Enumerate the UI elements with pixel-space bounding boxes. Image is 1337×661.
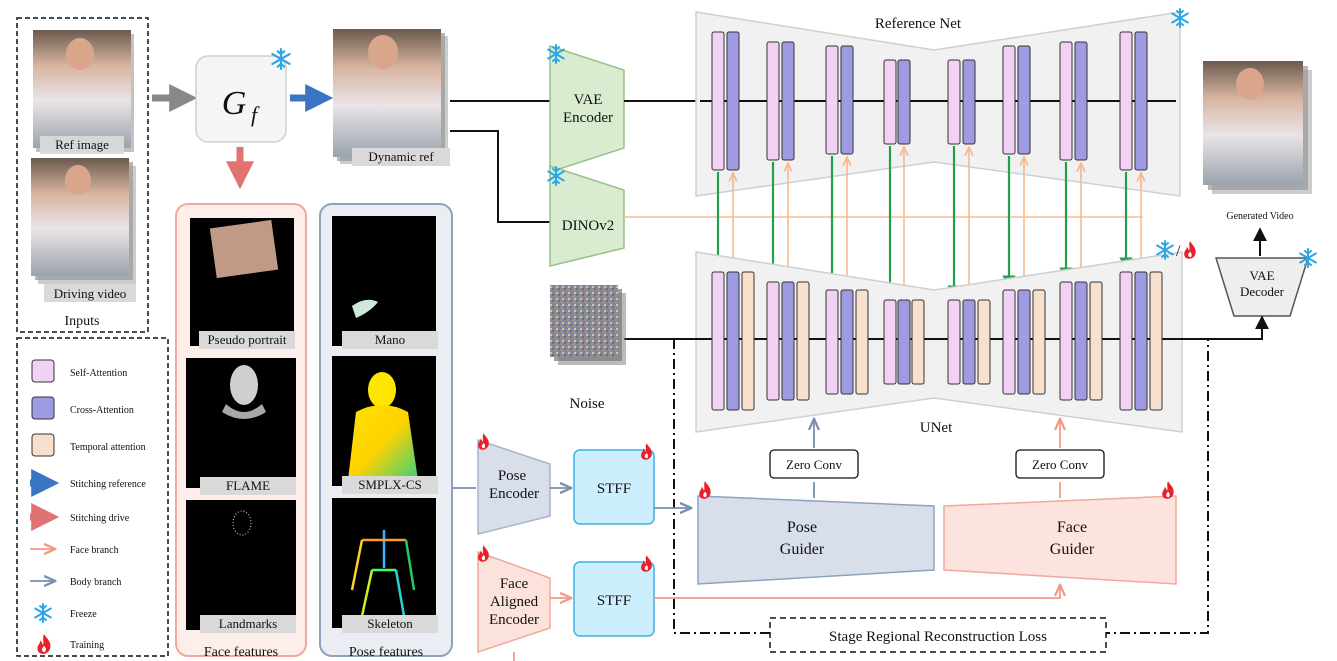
legend-swatch-temporal-attention [31,433,55,457]
stff-label: STFF [597,593,631,609]
orange-conditioning-arrows [733,148,1141,294]
dynamic-ref-label: Dynamic ref [368,149,434,164]
flame-icon [1184,241,1196,259]
legend-swatch-cross-attention [31,396,55,420]
loss-label: Stage Regional Reconstruction Loss [829,629,1047,645]
landmarks-render: Landmarks [186,500,296,633]
reference-net-label: Reference Net [875,16,962,32]
line-dynref-to-dinov2 [450,130,552,223]
legend-label: Self-Attention [70,368,127,379]
ref-image-label: Ref image [55,137,109,152]
vae-encoder-label: Encoder [563,110,613,126]
slash-separator: / [1176,243,1181,260]
generated-video [1203,61,1312,194]
flame-icon [641,443,652,460]
dynamic-ref-image: Dynamic ref [333,29,450,166]
flame-render: FLAME [186,358,296,495]
zero-conv-label: Zero Conv [1032,457,1088,472]
vae-decoder-label: Decoder [1240,284,1285,299]
legend-label: Training [70,640,104,651]
flame-icon [478,545,489,562]
legend-label: Stitching drive [70,513,130,524]
arrow-stff-to-face-guider [654,586,1060,599]
vae-decoder-label: VAE [1249,268,1274,283]
generator-subscript: f [251,102,260,127]
inputs-group-border [16,17,149,333]
pose-guider-label: Pose [787,519,817,536]
stff-pose [573,449,655,525]
stff-label: STFF [597,481,631,497]
pose-feature-label: Mano [375,332,405,347]
face-encoder-label: Face [500,576,529,592]
flame-icon [699,481,711,499]
face-encoder-label: Aligned [490,594,539,610]
face-guider-label: Guider [1050,541,1095,558]
legend: Self-Attention Cross-Attention Temporal … [30,359,146,654]
vae-encoder-label: VAE [574,92,603,108]
ref-image: Ref image [33,30,134,154]
vae-decoder [1214,257,1310,317]
flame-icon [641,555,652,572]
legend-label: Cross-Attention [70,405,134,416]
legend-label: Freeze [70,609,97,620]
noise-input [550,285,626,365]
generated-video-label: Generated Video [1226,211,1293,222]
face-aligned-encoder [477,550,551,654]
refnet-blocks [711,31,1148,171]
pose-feature-label: SMPLX-CS [358,477,422,492]
zero-conv-label: Zero Conv [786,457,842,472]
face-feature-label: Pseudo portrait [207,332,286,347]
mano-render: Mano [332,216,438,349]
pose-guider [697,495,935,585]
arrow-unet-to-decoder [1182,315,1269,340]
generator-label: G [222,85,247,122]
face-encoder-label: Encoder [489,612,539,628]
legend-border [16,337,169,657]
zero-conv-pose [769,449,859,479]
legend-label: Temporal attention [70,442,146,453]
noise-label: Noise [570,396,605,412]
pose-guider-label: Guider [780,541,825,558]
face-guider [943,495,1177,585]
legend-label: Body branch [70,577,121,588]
face-feature-label: FLAME [226,478,270,493]
flame-icon [478,433,489,450]
stff-face [573,561,655,637]
snowflake-icon [34,603,52,623]
unet-blocks [711,271,1163,411]
dinov2 [549,164,625,267]
smplx-cs-render: SMPLX-CS [332,356,438,494]
driving-video-label: Driving video [54,286,127,301]
skeleton-render: Skeleton [332,498,438,633]
pose-features-label: Pose features [349,645,423,660]
reference-net [695,11,1181,197]
driving-video: Driving video [31,158,136,302]
generator-box [195,55,287,143]
pose-encoder [477,438,551,535]
green-reference-arrows [711,146,1133,299]
dinov2-label: DINOv2 [562,218,615,234]
flame-icon [1162,481,1174,499]
vae-encoder [549,44,625,174]
legend-label: Stitching reference [70,479,146,490]
pose-encoder-label: Encoder [489,486,539,502]
legend-swatch-self-attention [31,359,55,383]
pseudo-portrait: Pseudo portrait [190,218,295,349]
face-features-label: Face features [204,645,278,660]
pose-encoder-label: Pose [498,468,527,484]
zero-conv-face [1015,449,1105,479]
legend-label: Face branch [70,545,119,556]
unet-label: UNet [920,420,953,436]
inputs-label: Inputs [65,314,100,329]
loss-label-box [769,617,1107,653]
pose-feature-label: Skeleton [367,616,413,631]
flame-icon [37,634,51,654]
face-feature-label: Landmarks [219,616,277,631]
face-guider-label: Face [1057,519,1087,536]
